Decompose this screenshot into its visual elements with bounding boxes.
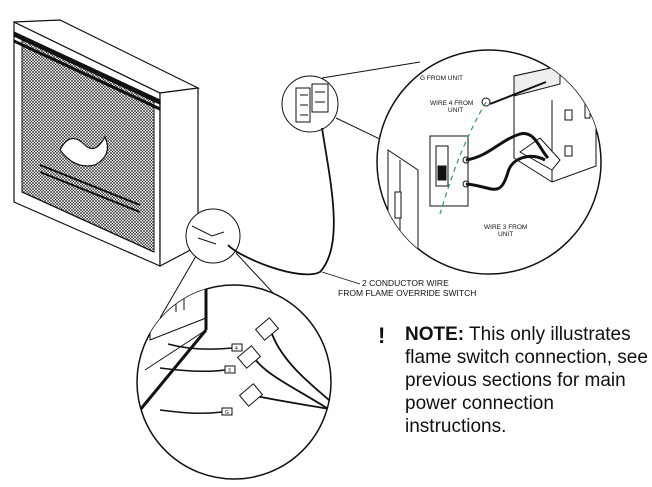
junction-at-unit (185, 208, 241, 264)
wire-tag-3: 3 (228, 368, 231, 374)
note-callout: ! NOTE: This only illustrates flame swit… (378, 323, 648, 438)
connection-detail-circle: 4 3 G (136, 284, 332, 480)
fireplace-unit (13, 19, 201, 267)
wire-nut (238, 383, 264, 407)
label-g-from-unit: G FROM UNIT (420, 75, 463, 82)
label-wire3-line2: UNIT (498, 231, 513, 238)
wire-tag-4: 4 (235, 346, 238, 352)
wire-tag-g: G (225, 410, 229, 416)
note-text: This only illustrates flame switch conne… (405, 324, 648, 437)
switch-detail-circle: G FROM UNIT WIRE 4 FROM UNIT WIRE 3 FROM… (376, 49, 602, 275)
warning-icon: ! (378, 323, 386, 348)
label-wire4-line1: WIRE 4 FROM (430, 100, 473, 107)
label-conductor-line1: 2 CONDUCTOR WIRE (362, 278, 449, 288)
label-wire4-line2: UNIT (448, 107, 463, 114)
wire-nut (254, 317, 280, 341)
note-heading: NOTE: (405, 324, 465, 345)
note-body: NOTE: This only illustrates flame switch… (405, 323, 648, 438)
wire-nut (236, 345, 262, 369)
label-conductor-line2: FROM FLAME OVERRIDE SWITCH (338, 288, 476, 298)
flame-override-switch-box (281, 75, 339, 133)
label-wire3-line1: WIRE 3 FROM (484, 224, 527, 231)
conductor-wire (227, 127, 335, 276)
